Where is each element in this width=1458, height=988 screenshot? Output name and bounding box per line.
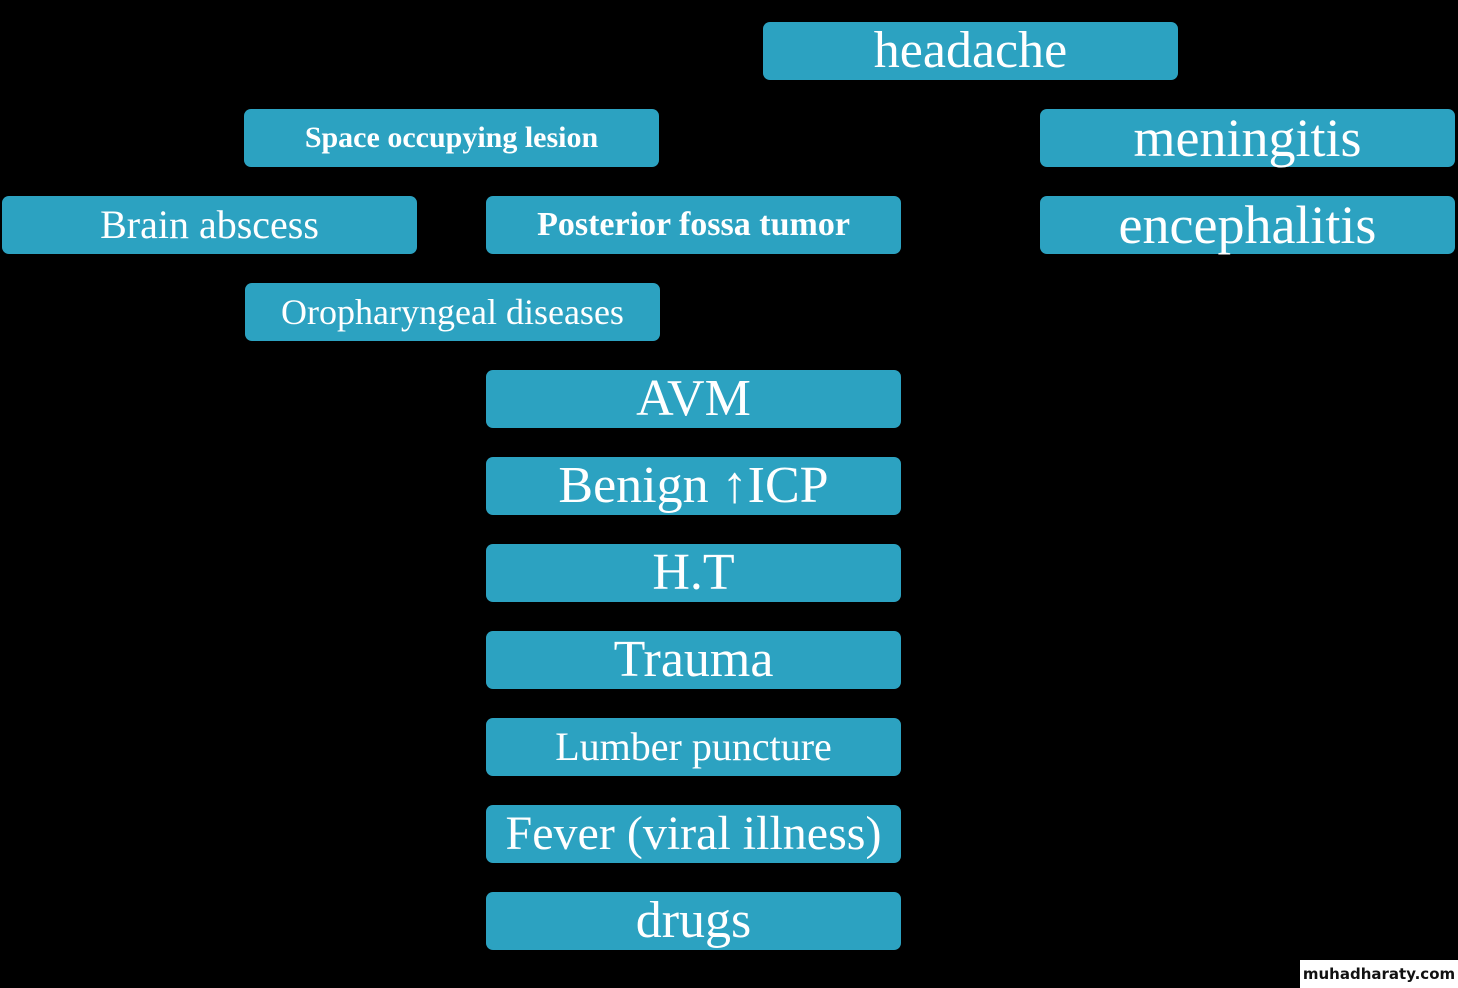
node-ht: H.T <box>486 544 901 602</box>
node-lumber-puncture: Lumber puncture <box>486 718 901 776</box>
node-avm: AVM <box>486 370 901 428</box>
node-trauma: Trauma <box>486 631 901 689</box>
node-encephalitis: encephalitis <box>1040 196 1455 254</box>
node-space-occupying-lesion: Space occupying lesion <box>244 109 659 167</box>
node-benign-icp: Benign ↑ICP <box>486 457 901 515</box>
watermark: muhadharaty.com <box>1300 960 1458 988</box>
node-fever: Fever (viral illness) <box>486 805 901 863</box>
node-posterior-fossa-tumor: Posterior fossa tumor <box>486 196 901 254</box>
node-headache: headache <box>763 22 1178 80</box>
node-meningitis: meningitis <box>1040 109 1455 167</box>
node-drugs: drugs <box>486 892 901 950</box>
node-brain-abscess: Brain abscess <box>2 196 417 254</box>
node-oropharyngeal-diseases: Oropharyngeal diseases <box>245 283 660 341</box>
